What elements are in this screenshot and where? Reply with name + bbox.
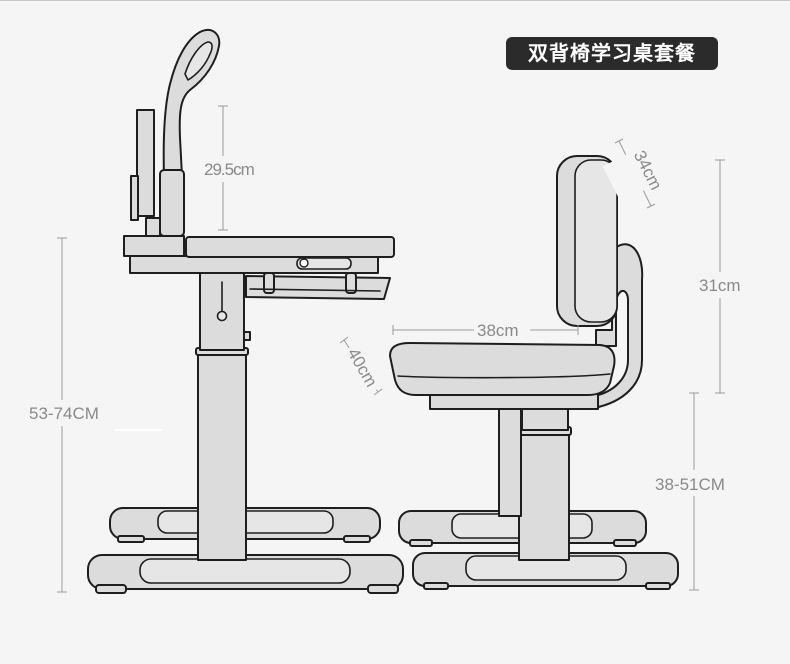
chair-backrest [556,155,618,327]
backrest-height-label: 31cm [699,276,741,295]
desk-lamp [130,28,221,237]
study-chair [389,155,679,590]
desk-top [123,235,395,300]
top-divider [0,0,790,1]
desk-height-label: 53-74CM [29,404,99,423]
chair-column [498,391,572,561]
lamp-height-label: 29.5cm [204,160,255,179]
product-title-badge: 双背椅学习桌套餐 [506,37,718,70]
dimension-labels: 29.5cm 53-74CM 34cm 31cm 38cm 40cm 38-51… [26,143,750,496]
desk-column [195,271,251,561]
chair-seat [389,342,616,410]
chair-height-label: 38-51CM [655,475,725,494]
study-desk [87,28,404,594]
seat-width-label: 38cm [477,321,519,340]
